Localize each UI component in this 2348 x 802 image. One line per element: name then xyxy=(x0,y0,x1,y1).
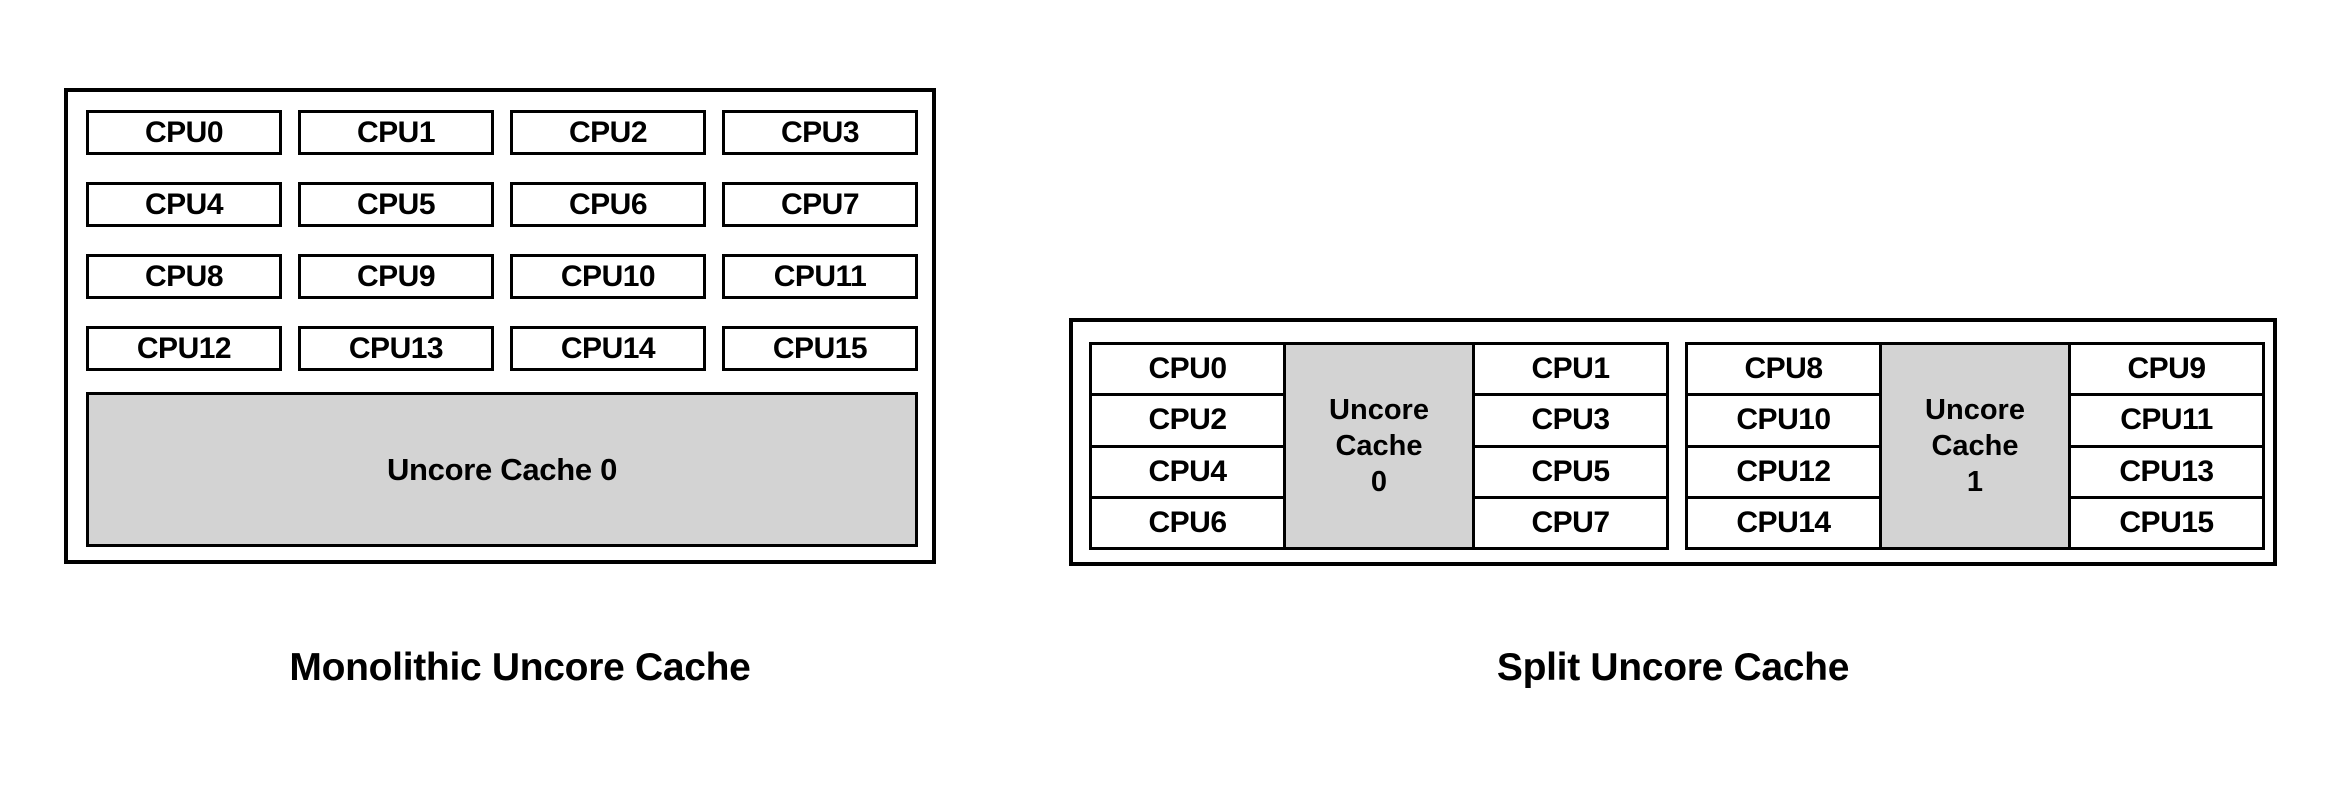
cpu-box: CPU14 xyxy=(510,326,706,371)
cpu-box: CPU11 xyxy=(722,254,918,299)
split-group-0-left-column: CPU0 CPU2 CPU4 CPU6 xyxy=(1092,345,1283,547)
cpu-box: CPU13 xyxy=(298,326,494,371)
cpu-cell: CPU6 xyxy=(1092,498,1283,547)
split-uncore-cache-diagram: CPU0 CPU2 CPU4 CPU6 Uncore Cache 0 CPU1 … xyxy=(1069,318,2277,566)
cpu-cell: CPU4 xyxy=(1092,447,1283,499)
cpu-box: CPU12 xyxy=(86,326,282,371)
cpu-box: CPU8 xyxy=(86,254,282,299)
cpu-cell: CPU2 xyxy=(1092,396,1283,448)
cpu-box: CPU9 xyxy=(298,254,494,299)
uncore-cache-block-1: Uncore Cache 1 xyxy=(1879,345,2071,547)
uncore-cache-block-0: Uncore Cache 0 xyxy=(1283,345,1475,547)
uncore-cache-1-line-1: Uncore xyxy=(1925,394,2025,426)
cpu-cell: CPU1 xyxy=(1475,345,1666,397)
cpu-cell: CPU11 xyxy=(2071,396,2262,448)
uncore-cache-1-line-3: 1 xyxy=(1966,466,1984,498)
split-groups-container: CPU0 CPU2 CPU4 CPU6 Uncore Cache 0 CPU1 … xyxy=(1089,342,2265,550)
split-group-0: CPU0 CPU2 CPU4 CPU6 Uncore Cache 0 CPU1 … xyxy=(1089,342,1669,550)
cpu-cell: CPU9 xyxy=(2071,345,2262,397)
cpu-box: CPU3 xyxy=(722,110,918,155)
uncore-cache-0-line-1: Uncore xyxy=(1329,394,1429,426)
uncore-cache-block: Uncore Cache 0 xyxy=(86,392,918,547)
split-diagram-caption: Split Uncore Cache xyxy=(1496,646,1850,689)
split-group-1-left-column: CPU8 CPU10 CPU12 CPU14 xyxy=(1688,345,1879,547)
cpu-cell: CPU10 xyxy=(1688,396,1879,448)
monolithic-cpu-grid: CPU0 CPU1 CPU2 CPU3 CPU4 CPU5 CPU6 CPU7 … xyxy=(86,110,918,371)
cpu-cell: CPU8 xyxy=(1688,345,1879,397)
cpu-cell: CPU12 xyxy=(1688,447,1879,499)
cpu-box: CPU15 xyxy=(722,326,918,371)
monolithic-uncore-cache-diagram: CPU0 CPU1 CPU2 CPU3 CPU4 CPU5 CPU6 CPU7 … xyxy=(64,88,936,564)
uncore-cache-0-line-2: Cache xyxy=(1335,430,1423,462)
uncore-cache-0-line-3: 0 xyxy=(1370,466,1388,498)
cpu-cell: CPU15 xyxy=(2071,498,2262,547)
cpu-box: CPU4 xyxy=(86,182,282,227)
split-group-1: CPU8 CPU10 CPU12 CPU14 Uncore Cache 1 CP… xyxy=(1685,342,2265,550)
cpu-box: CPU6 xyxy=(510,182,706,227)
split-group-0-right-column: CPU1 CPU3 CPU5 CPU7 xyxy=(1475,345,1666,547)
split-group-1-right-column: CPU9 CPU11 CPU13 CPU15 xyxy=(2071,345,2262,547)
cpu-box: CPU7 xyxy=(722,182,918,227)
monolithic-diagram-caption: Monolithic Uncore Cache xyxy=(289,646,751,689)
cpu-box: CPU1 xyxy=(298,110,494,155)
cpu-cell: CPU5 xyxy=(1475,447,1666,499)
cpu-cell: CPU13 xyxy=(2071,447,2262,499)
cpu-box: CPU0 xyxy=(86,110,282,155)
uncore-cache-1-line-2: Cache xyxy=(1931,430,2019,462)
cpu-box: CPU10 xyxy=(510,254,706,299)
cpu-box: CPU2 xyxy=(510,110,706,155)
cpu-cell: CPU3 xyxy=(1475,396,1666,448)
cpu-cell: CPU14 xyxy=(1688,498,1879,547)
cpu-cell: CPU0 xyxy=(1092,345,1283,397)
cpu-box: CPU5 xyxy=(298,182,494,227)
cpu-cell: CPU7 xyxy=(1475,498,1666,547)
